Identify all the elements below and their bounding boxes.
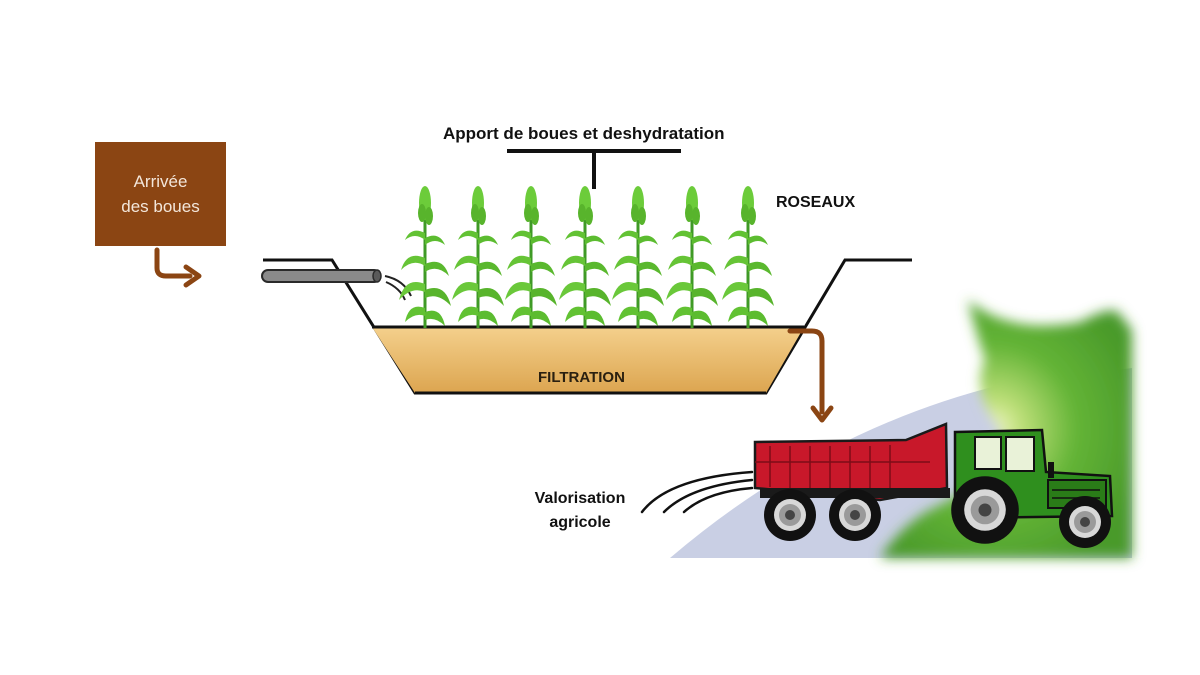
filtration-label: FILTRATION: [538, 369, 625, 386]
tractor-with-trailer-icon: [753, 422, 1114, 548]
label-bracket: [507, 149, 681, 189]
valorisation-line1: Valorisation: [534, 490, 626, 507]
reed-plant-icon: [557, 184, 613, 330]
pipe-icon: [261, 269, 382, 283]
filtration-bed: [372, 327, 804, 393]
valorisation-line2: agricole: [549, 514, 611, 531]
sludge-inlet-box: Arrivée des boues: [95, 142, 226, 246]
reed-plant-icon: [450, 184, 506, 330]
reed-plant-icon: [664, 184, 720, 330]
apport-label: Apport de boues et deshydratation: [443, 124, 725, 143]
curved-arrow-down-icon: [787, 328, 834, 423]
spreading-lines-icon: [640, 470, 754, 514]
roseaux-label: ROSEAUX: [776, 194, 856, 211]
reed-plant-icon: [397, 184, 453, 330]
pipe-outflow-icon: [384, 275, 412, 301]
reed-plant-icon: [720, 184, 776, 330]
reeds-group: [397, 184, 776, 330]
reed-plant-icon: [503, 184, 559, 330]
inlet-label-line2: des boues: [121, 197, 200, 216]
curved-arrow-right-icon: [154, 247, 202, 288]
inlet-label-line1: Arrivée: [133, 172, 188, 191]
reed-plant-icon: [610, 184, 666, 330]
valorisation-label: Valorisation agricole: [520, 487, 640, 535]
